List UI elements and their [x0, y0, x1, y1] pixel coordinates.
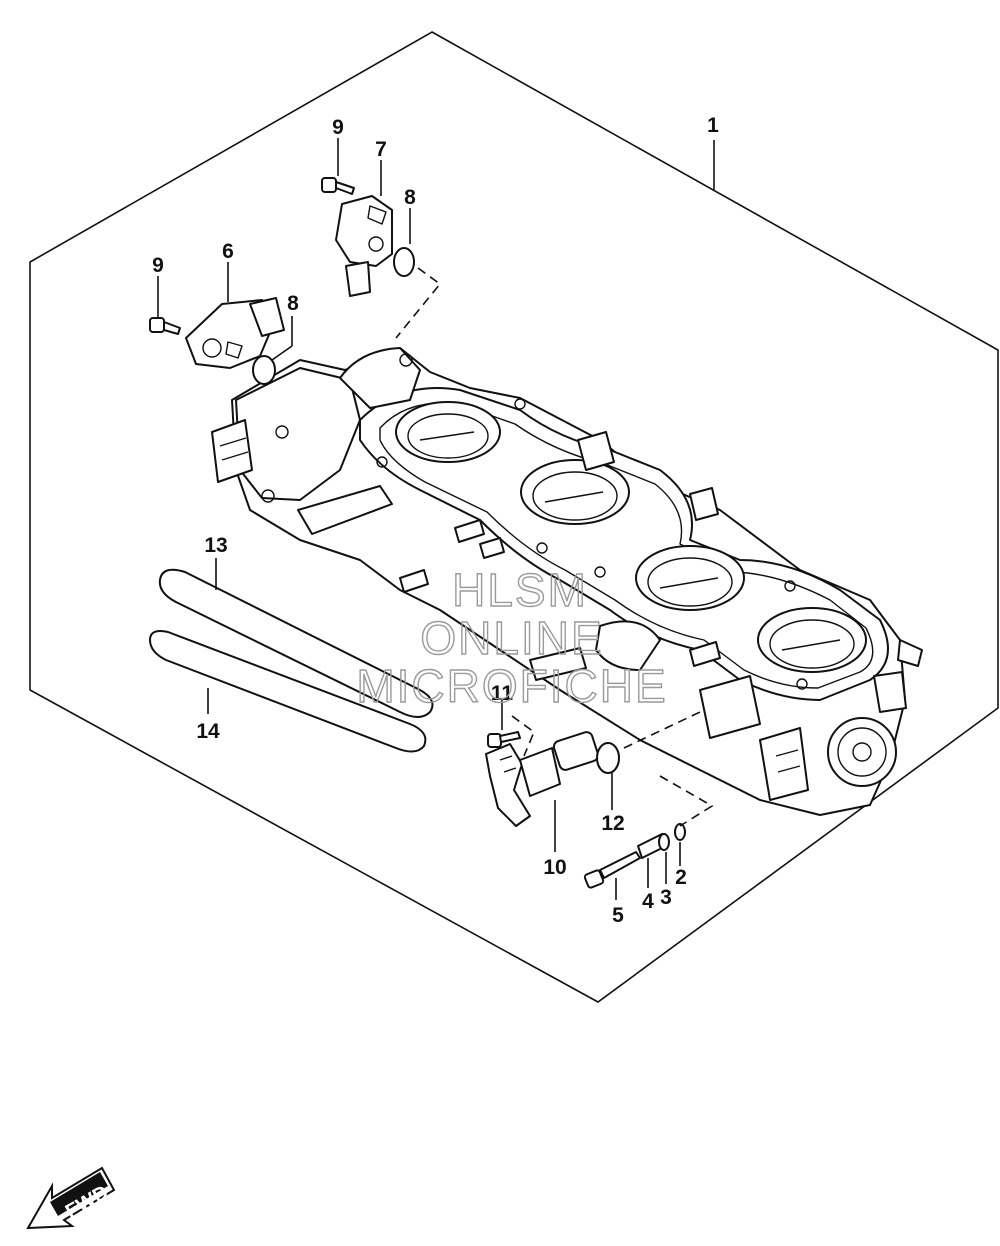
callout-11: 11 — [491, 682, 514, 705]
part-9-screw-top — [321, 177, 355, 195]
part-2-o-ring — [674, 823, 686, 841]
callout-12: 12 — [601, 812, 624, 835]
part-10-sensor — [485, 731, 600, 827]
part-6-sensor — [185, 297, 285, 369]
callout-6: 6 — [222, 240, 234, 263]
watermark-line-3: MICROFICHE — [356, 660, 667, 712]
callout-13: 13 — [204, 534, 227, 557]
part-7-sensor — [335, 195, 393, 297]
part-3-washer — [658, 833, 670, 851]
part-8-o-ring-left — [252, 355, 276, 385]
throttle-body — [211, 347, 923, 816]
part-14-hose — [149, 630, 427, 753]
watermark-line-1: HLSM — [452, 564, 588, 616]
part-11-screw — [487, 731, 521, 748]
watermark-line-2: ONLINE — [420, 612, 603, 664]
part-13-hose — [158, 568, 434, 718]
callout-4: 4 — [642, 890, 654, 913]
assembly-boundary — [29, 31, 999, 1003]
part-12-o-ring — [596, 742, 620, 774]
callout-10: 10 — [543, 856, 566, 879]
callout-9-top: 9 — [332, 116, 344, 139]
callout-1: 1 — [707, 114, 719, 137]
part-8-o-ring-top — [393, 247, 415, 277]
leader-lines — [157, 138, 715, 900]
callout-14: 14 — [196, 720, 220, 743]
callout-8-left: 8 — [287, 292, 299, 315]
part-5-adjust-screw — [583, 851, 641, 889]
fwd-direction-badge: FWD — [26, 1166, 116, 1230]
callout-5: 5 — [612, 904, 624, 927]
assembly-dash-lines — [395, 267, 714, 827]
callout-7: 7 — [375, 138, 387, 161]
callout-9-left: 9 — [152, 254, 164, 277]
callout-3: 3 — [660, 886, 672, 909]
part-9-screw-left — [149, 317, 181, 335]
callout-2: 2 — [675, 866, 687, 889]
callout-8-top: 8 — [404, 186, 416, 209]
